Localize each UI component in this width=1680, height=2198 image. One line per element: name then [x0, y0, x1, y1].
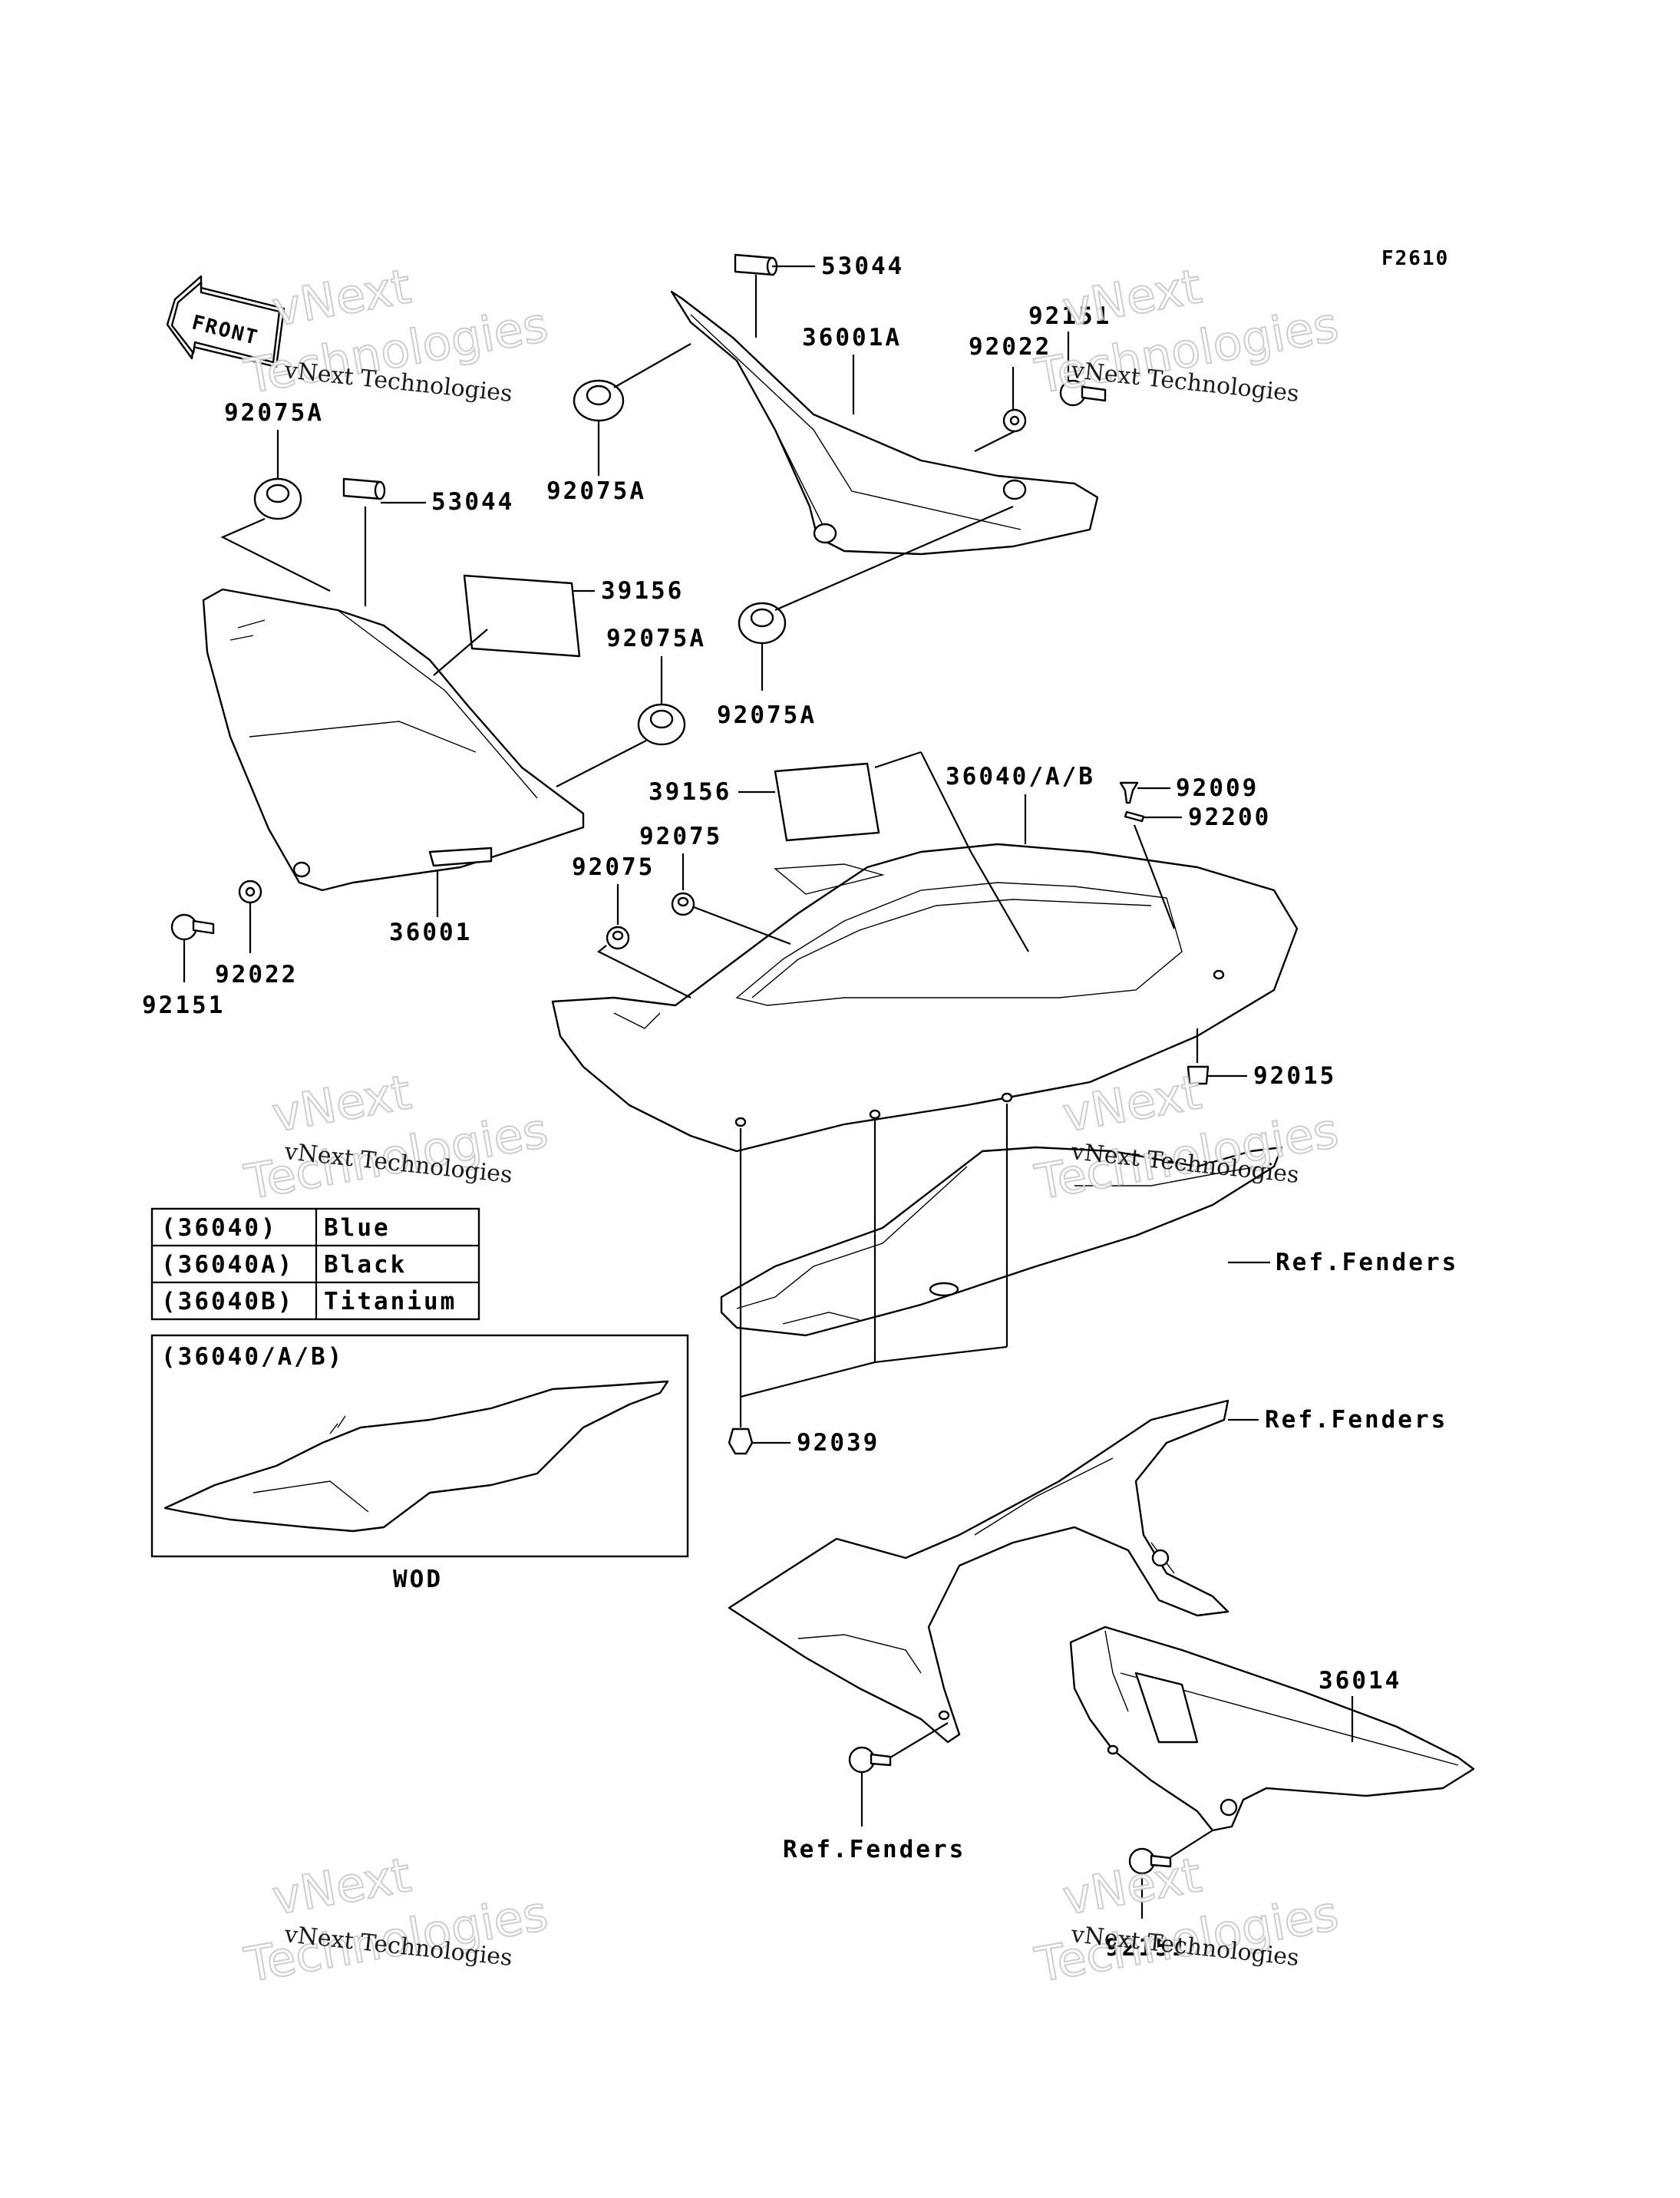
label-ref-fenders-c: Ref.Fenders [783, 1836, 965, 1863]
rear-fender [728, 1399, 1229, 1744]
label-92151-top: 92151 [1028, 302, 1111, 330]
grommet-92075A-c [253, 477, 302, 520]
label-92075-b: 92075 [572, 853, 655, 881]
inset-box: (36040/A/B) [150, 1334, 689, 1558]
label-92151-left: 92151 [142, 992, 225, 1019]
bolt-92151-left [170, 913, 215, 941]
label-92009: 92009 [1176, 774, 1259, 802]
washer-92022-top [1002, 408, 1027, 433]
color-table: (36040) Blue (36040A) Black (36040B) Tit… [150, 1207, 480, 1321]
label-92151-bottom: 92151 [1105, 1934, 1188, 1962]
grommet-92075-a [671, 892, 695, 916]
label-92015: 92015 [1253, 1062, 1336, 1090]
front-arrow-icon: FRONT [166, 275, 286, 368]
label-92075A-a: 92075A [546, 477, 646, 505]
bolt-rear-fender [848, 1746, 892, 1774]
label-92022-top: 92022 [969, 333, 1051, 361]
bolt-92151-bottom [1128, 1847, 1172, 1875]
rod-53044-top [734, 253, 778, 276]
decal-39156-b [774, 762, 880, 842]
label-92039: 92039 [797, 1429, 880, 1457]
color-table-code-1: (36040A) [161, 1251, 294, 1279]
color-table-color-2: Titanium [324, 1288, 457, 1315]
color-table-color-0: Blue [324, 1214, 391, 1242]
bolt-92151-top [1059, 379, 1107, 407]
decal-39156-a [463, 574, 581, 658]
label-36014: 36014 [1319, 1667, 1401, 1695]
fender-undertray [720, 1146, 1283, 1337]
grommet-92075-b [606, 926, 630, 950]
screw-92009 [1119, 781, 1139, 804]
chain-guard-36014 [1069, 1625, 1475, 1832]
side-cover-right [670, 290, 1099, 556]
label-39156-b: 39156 [649, 778, 731, 806]
label-92200: 92200 [1188, 804, 1271, 831]
watermark-6: vNext Technologies [1030, 1846, 1343, 1994]
label-92075A-d: 92075A [717, 701, 817, 729]
inset-caption: WOD [393, 1566, 443, 1593]
clip-92015 [1187, 1065, 1210, 1085]
label-36040: 36040/A/B [946, 763, 1095, 790]
label-36001: 36001 [389, 919, 472, 946]
grommet-92075A-d [637, 703, 686, 746]
label-53044-left: 53044 [431, 488, 514, 516]
label-53044-top: 53044 [821, 252, 904, 280]
label-36001A: 36001A [802, 324, 902, 351]
label-92075-a: 92075 [639, 823, 722, 850]
label-92022-left: 92022 [215, 961, 298, 988]
color-table-code-2: (36040B) [161, 1288, 294, 1315]
washer-92022-left [238, 880, 262, 904]
color-table-code-0: (36040) [161, 1214, 278, 1242]
label-92075A-b: 92075A [224, 399, 324, 427]
label-ref-fenders-a: Ref.Fenders [1276, 1249, 1458, 1276]
rod-53044-left [342, 477, 386, 500]
side-cover-left [202, 588, 585, 892]
label-39156-a: 39156 [601, 577, 684, 605]
label-ref-fenders-b: Ref.Fenders [1265, 1406, 1447, 1434]
color-table-color-1: Black [324, 1251, 407, 1279]
clip-92200 [1124, 810, 1145, 823]
figure-code: F2610 [1381, 247, 1449, 270]
inset-title: (36040/A/B) [161, 1343, 344, 1371]
grommet-92075A-a [573, 379, 625, 422]
label-92075A-c: 92075A [606, 625, 706, 652]
fastener-92039 [728, 1427, 754, 1455]
tail-cover-36040 [551, 843, 1299, 1153]
